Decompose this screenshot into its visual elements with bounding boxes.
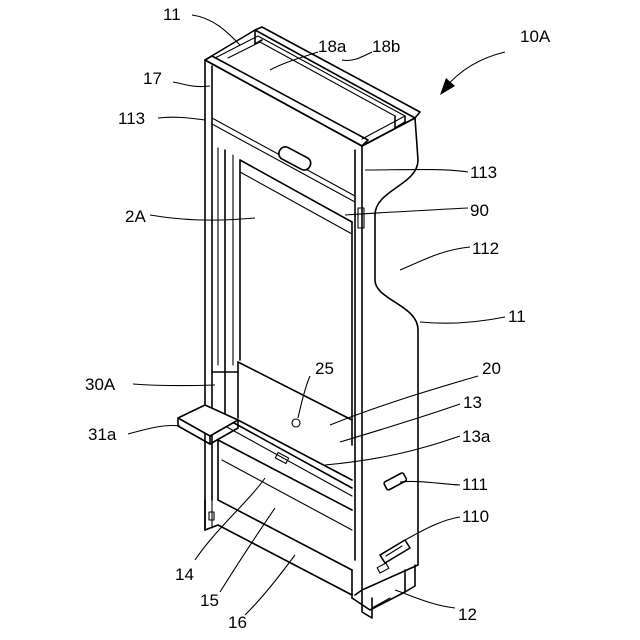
label-30A: 30A	[85, 375, 116, 394]
inner-door	[218, 148, 364, 445]
base-panel	[205, 500, 405, 610]
label-12: 12	[458, 605, 477, 624]
label-113-right: 113	[470, 163, 497, 182]
label-16: 16	[228, 613, 247, 632]
right-side-panel	[362, 118, 418, 590]
label-17: 17	[143, 69, 162, 88]
label-13a: 13a	[462, 427, 491, 446]
label-20: 20	[482, 359, 501, 378]
label-14: 14	[175, 565, 194, 584]
label-18a: 18a	[318, 37, 347, 56]
assembly-arrow	[440, 52, 505, 95]
label-110: 110	[462, 507, 489, 526]
label-111: 111	[462, 475, 488, 494]
label-11-right: 11	[508, 307, 526, 326]
label-13: 13	[463, 393, 482, 412]
label-113-left: 113	[118, 109, 145, 128]
front-frame	[205, 56, 368, 595]
label-18b: 18b	[372, 37, 400, 56]
label-10A: 10A	[520, 27, 551, 46]
fold-shelf	[178, 405, 238, 444]
lower-counter	[212, 360, 352, 496]
label-11-top: 11	[163, 5, 181, 24]
side-fittings	[377, 472, 410, 573]
label-90: 90	[470, 201, 489, 220]
label-25: 25	[315, 359, 334, 378]
label-15: 15	[200, 591, 219, 610]
label-112: 112	[472, 239, 499, 258]
label-2A: 2A	[125, 207, 146, 226]
label-31a: 31a	[88, 425, 117, 444]
